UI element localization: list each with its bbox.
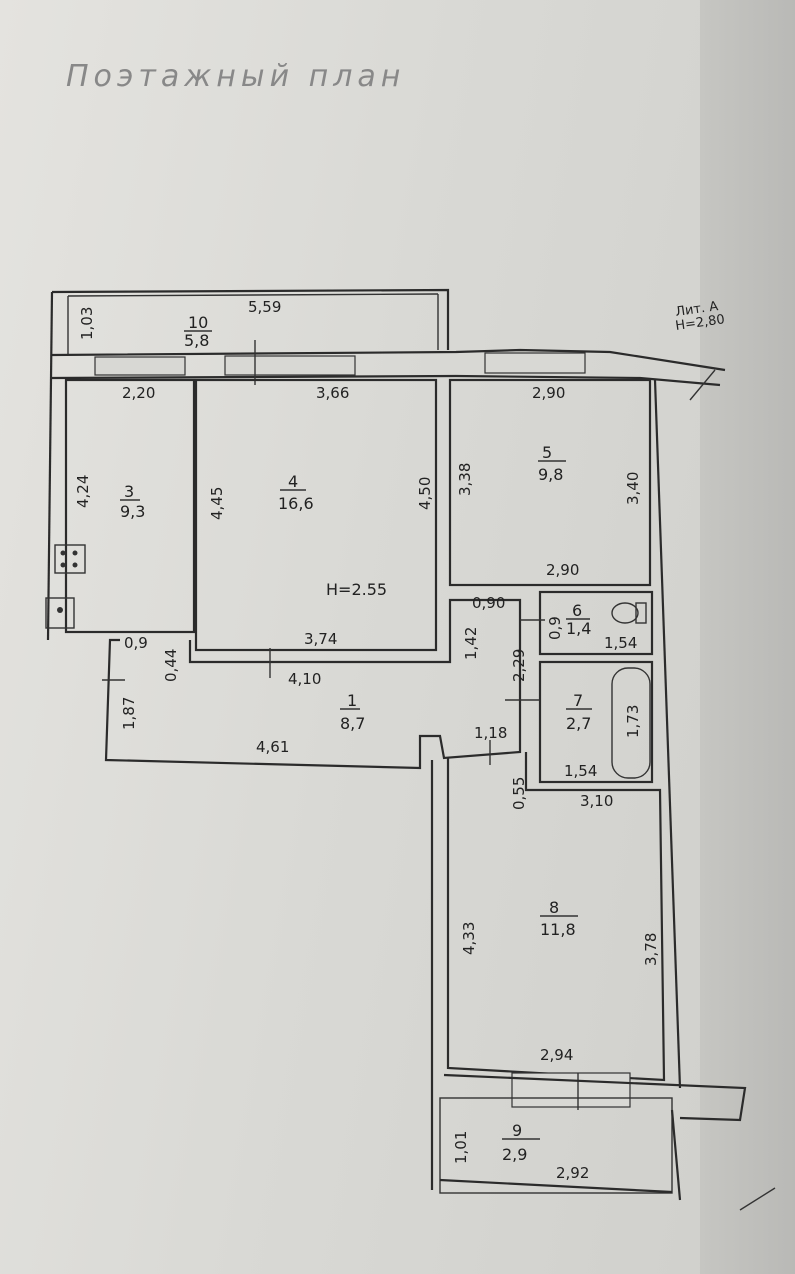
bathtub-icon <box>611 667 651 779</box>
dim-label: 1,87 <box>120 697 138 730</box>
room-4-outline <box>194 378 438 652</box>
dim-label: 0,55 <box>510 777 528 810</box>
dim-label: 4,24 <box>74 475 92 508</box>
wall-break-mark-bottom <box>739 1187 776 1211</box>
dim-label: 4,61 <box>256 738 289 756</box>
window-room-5 <box>484 352 586 374</box>
room-5-outline <box>448 378 652 587</box>
dim-label: 2,29 <box>510 649 528 682</box>
toilet-tank-icon <box>635 602 647 624</box>
dim-label: 0,44 <box>162 649 180 682</box>
room-10-number: 10 <box>188 313 208 332</box>
dim-label: 0,9 <box>546 616 564 640</box>
room-7-outline <box>538 660 654 784</box>
dim-label: 3,40 <box>624 472 642 505</box>
sink-icon <box>45 597 75 629</box>
plan-title: Поэтажный план <box>66 59 405 94</box>
wall-break-mark <box>689 369 716 401</box>
dimension-labels: 5,59 1,03 2,20 3,66 2,90 4,24 4,45 4,50 … <box>74 298 660 1182</box>
dim-label: 4,10 <box>288 670 321 688</box>
outer-wall-right <box>653 379 682 1089</box>
room-8-number: 8 <box>549 898 559 917</box>
stove-icon <box>54 544 86 574</box>
dim-label: 1,03 <box>78 307 96 340</box>
liter-label: Лит. А <box>674 299 719 320</box>
dim-label: 1,54 <box>564 762 597 780</box>
room-5-number: 5 <box>542 443 552 462</box>
room-7-area: 2,7 <box>566 714 591 733</box>
dim-label: 2,90 <box>532 384 565 402</box>
room-10-area: 5,8 <box>184 331 209 350</box>
room-1-area: 8,7 <box>340 714 365 733</box>
balcony-10-top-rail <box>67 293 439 297</box>
balcony-9-top-wall <box>443 1073 747 1122</box>
dim-label: 3,38 <box>456 463 474 496</box>
dim-label: 3,74 <box>304 630 337 648</box>
room-6-area: 1,4 <box>566 619 591 638</box>
liter-height: H=2,80 <box>674 312 725 334</box>
balcony-9-side <box>670 1109 682 1201</box>
dim-label: 3,10 <box>580 792 613 810</box>
dim-label: 2,92 <box>556 1164 589 1182</box>
dim-label: 3,78 <box>642 933 660 966</box>
stove-burner-icon <box>60 550 66 556</box>
room-5-area: 9,8 <box>538 465 563 484</box>
balcony-10-outline <box>51 288 450 350</box>
dim-label: 1,73 <box>624 705 642 738</box>
room-8-area: 11,8 <box>540 920 576 939</box>
dim-label: 0,9 <box>124 634 148 652</box>
room-3-area: 9,3 <box>120 502 145 521</box>
outer-wall-top-inner <box>51 374 721 387</box>
toilet-icon <box>611 602 639 624</box>
stove-burner-icon <box>72 562 78 568</box>
stove-burner-icon <box>60 562 66 568</box>
outer-wall-top <box>51 348 726 372</box>
sink-drain-icon <box>57 607 63 613</box>
room-labels: 10 5,8 3 9,3 4 16,6 H=2.55 5 9,8 6 1,4 7… <box>120 313 592 1164</box>
room-4-number: 4 <box>288 472 298 491</box>
room-3-outline <box>64 378 196 634</box>
room-6-number: 6 <box>572 601 582 620</box>
dim-label: 2,94 <box>540 1046 573 1064</box>
dim-label: 1,54 <box>604 634 637 652</box>
room-1-outline <box>104 598 522 770</box>
room-8-outline <box>446 752 666 1082</box>
page-fold <box>700 0 795 1274</box>
room-9-area: 2,9 <box>502 1145 527 1164</box>
room-6-outline <box>538 590 654 656</box>
room-1-number: 1 <box>347 691 357 710</box>
dim-label: 4,33 <box>460 922 478 955</box>
window-room-3 <box>94 356 186 376</box>
dim-label: 5,59 <box>248 298 281 316</box>
dim-label: 3,66 <box>316 384 349 402</box>
ceiling-height-note: H=2.55 <box>326 580 387 599</box>
stove-burner-icon <box>72 550 78 556</box>
dim-label: 4,45 <box>208 487 226 520</box>
room-9-number: 9 <box>512 1121 522 1140</box>
room-3-number: 3 <box>124 482 134 501</box>
dim-label: 1,18 <box>474 724 507 742</box>
room-7-number: 7 <box>573 691 583 710</box>
room-9-outline <box>439 1097 673 1194</box>
room-4-area: 16,6 <box>278 494 314 513</box>
dim-label: 4,50 <box>416 477 434 510</box>
outer-wall-left <box>46 291 54 641</box>
dim-label: 1,01 <box>452 1131 470 1164</box>
dim-label: 2,20 <box>122 384 155 402</box>
balcony-9-rail <box>439 1178 673 1194</box>
window-room-4 <box>224 355 356 376</box>
dim-label: 2,90 <box>546 561 579 579</box>
dim-label: 0,90 <box>472 594 505 612</box>
dim-label: 1,42 <box>462 627 480 660</box>
